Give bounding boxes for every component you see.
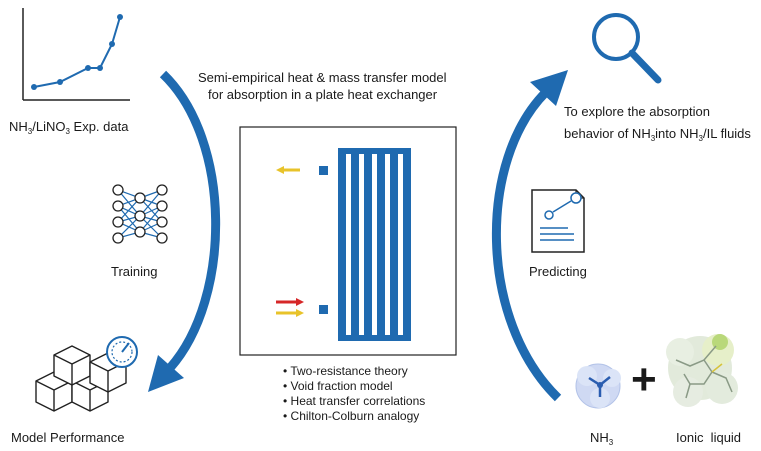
ionic-liquid-label: Ionic liquid [676, 430, 742, 445]
explore-label-line2: behavior of NH3into NH3/IL fluids [564, 126, 751, 143]
nh3-label: NH3 [590, 430, 614, 447]
model-components-list: • Two-resistance theory • Void fraction … [283, 364, 425, 424]
bullet-item: • Chilton-Colburn analogy [283, 409, 420, 423]
left-arrowhead [148, 355, 184, 392]
magnifying-glass-icon [592, 13, 662, 84]
plus-sign: + [631, 355, 657, 404]
right-arrowhead [530, 70, 568, 106]
right-cycle-arrow [492, 88, 562, 402]
exp-data-label: NH3/LiNO3 Exp. data [9, 119, 129, 136]
model-title-line1: Semi-empirical heat & mass transfer mode… [198, 70, 447, 85]
model-title-line2: for absorption in a plate heat exchanger [208, 87, 438, 102]
bullet-item: • Heat transfer correlations [283, 394, 426, 408]
bullet-item: • Void fraction model [283, 379, 393, 393]
left-cycle-arrow [159, 70, 221, 371]
ammonia-molecule-icon [575, 363, 621, 409]
cubes-gauge-icon [35, 345, 127, 412]
neural-network-icon [112, 184, 168, 244]
line-chart-icon [22, 8, 130, 101]
model-performance-label: Model Performance [11, 430, 125, 445]
report-document-icon [531, 189, 585, 253]
plate-heat-exchanger [319, 148, 411, 341]
flow-arrows [276, 166, 304, 317]
predicting-label: Predicting [529, 264, 587, 279]
bullet-item: • Two-resistance theory [283, 364, 408, 378]
phe-box [239, 126, 457, 356]
explore-label-line1: To explore the absorption [564, 104, 710, 119]
gauge-icon [106, 336, 138, 368]
training-label: Training [111, 264, 158, 279]
ionic-liquid-molecule-icon [666, 334, 738, 407]
